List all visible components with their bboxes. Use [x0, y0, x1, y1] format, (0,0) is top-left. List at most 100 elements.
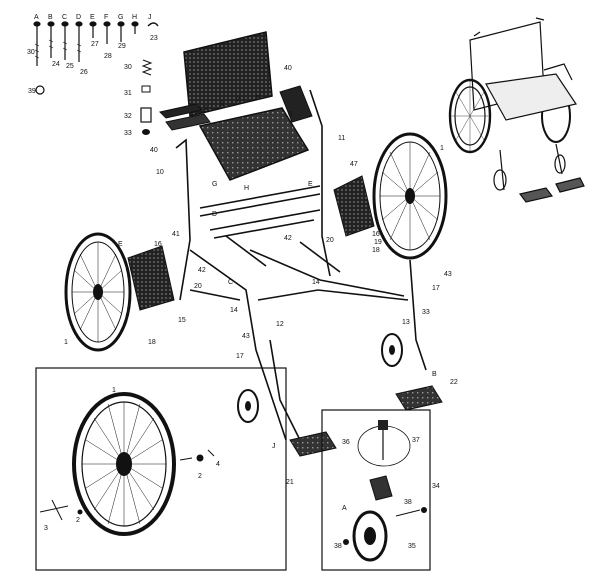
- label-part-14b: 14: [230, 307, 238, 314]
- label-part-9: 9: [288, 111, 292, 118]
- callout-letter-e2: E: [308, 181, 313, 188]
- callout-letter-b: B: [432, 371, 437, 378]
- label-part-28: 28: [104, 53, 112, 60]
- label-part-17: 17: [432, 285, 440, 292]
- label-part-10: 10: [156, 169, 164, 176]
- footplate-right: [395, 385, 443, 411]
- inset-label-part-37: 37: [412, 437, 420, 444]
- label-part-20: 20: [194, 283, 202, 290]
- frame-tubes: [175, 89, 427, 441]
- backrest: [183, 31, 273, 117]
- label-part-18b: 18: [372, 247, 380, 254]
- label-part-16b: 16: [372, 231, 380, 238]
- label-part-23: 23: [150, 35, 158, 42]
- spring-icon: [141, 59, 153, 76]
- label-part-40b: 40: [150, 147, 158, 154]
- callout-letter-c: C: [228, 279, 233, 286]
- caster-cap: [378, 420, 388, 430]
- label-part-31: 31: [124, 90, 132, 97]
- label-part-39: 39: [28, 88, 36, 95]
- fastener-letter-h: H: [132, 14, 137, 21]
- label-part-18: 18: [148, 339, 156, 346]
- inset-caster-detail: 36 37 34 38 38 35 A: [321, 409, 440, 571]
- label-part-42b: 42: [284, 235, 292, 242]
- side-panel-right: [333, 175, 375, 237]
- label-part-25: 25: [66, 63, 74, 70]
- label-part-24: 24: [52, 61, 60, 68]
- label-part-14: 14: [312, 279, 320, 286]
- fastener-set: A B C D E F G H J 30 24 25 26 27: [27, 14, 159, 137]
- label-part-5: 5: [204, 105, 208, 112]
- label-part-19: 19: [374, 239, 382, 246]
- armrest-right-pad: [279, 85, 313, 123]
- fastener-letter-b: B: [48, 14, 53, 21]
- side-panel-left: [127, 245, 175, 311]
- caster-front-right: [381, 333, 403, 367]
- inset-label-part-1: 1: [112, 387, 116, 394]
- inset-label-part-2b: 2: [76, 517, 80, 524]
- fastener-letter-e: E: [90, 14, 95, 21]
- label-part-15: 15: [178, 317, 186, 324]
- label-part-32: 32: [124, 113, 132, 120]
- inset-label-part-36: 36: [342, 439, 350, 446]
- fastener-letter-j: J: [148, 14, 152, 21]
- label-part-17b: 17: [236, 353, 244, 360]
- label-part-1b: 1: [440, 145, 444, 152]
- callout-letter-j: J: [272, 443, 276, 450]
- inset-label-part-3: 3: [44, 525, 48, 532]
- inset-label-part-38b: 38: [334, 543, 342, 550]
- inset-callout-letter-a: A: [342, 505, 347, 512]
- label-part-33: 33: [422, 309, 430, 316]
- label-part-40: 40: [284, 65, 292, 72]
- label-part-20b: 20: [326, 237, 334, 244]
- inset-label-part-2: 2: [198, 473, 202, 480]
- label-part-12: 12: [276, 321, 284, 328]
- assembled-chair-view: [448, 17, 585, 203]
- label-part-33: 33: [124, 130, 132, 137]
- footplate-left: [289, 431, 337, 457]
- rear-wheel-left: [64, 232, 132, 352]
- label-part-1: 1: [64, 339, 68, 346]
- label-part-27: 27: [91, 41, 99, 48]
- inset-label-part-38: 38: [404, 499, 412, 506]
- fastener-letter-f: F: [104, 14, 108, 21]
- label-part-8: 8: [256, 95, 260, 102]
- inset-label-part-35: 35: [408, 543, 416, 550]
- clip-part: [141, 85, 151, 93]
- label-part-11: 11: [338, 135, 345, 142]
- callout-letter-h: H: [244, 185, 249, 192]
- label-part-30: 30: [27, 49, 35, 56]
- caster-front-left: [237, 389, 259, 423]
- armrest-left-pad: [159, 103, 203, 119]
- sleeve-part: [140, 107, 152, 123]
- inset-wheel-detail: 1 2 2 3 4: [35, 367, 287, 571]
- callout-letter-d: D: [212, 211, 217, 218]
- inset-label-part-4: 4: [216, 461, 220, 468]
- label-part-41: 41: [172, 231, 180, 238]
- main-chair-assembly: 40 40 5 6 7 8 9 10 11 12 13 14 14 15 16 …: [64, 31, 458, 486]
- fastener-letter-g: G: [118, 14, 123, 21]
- label-part-43: 43: [242, 333, 250, 340]
- fastener-bolts: [33, 21, 159, 66]
- label-part-21: 21: [286, 479, 294, 486]
- cap-part: [142, 129, 150, 135]
- label-part-26: 26: [80, 69, 88, 76]
- rear-wheel-right: [372, 132, 448, 260]
- label-part-13: 13: [402, 319, 410, 326]
- inset-label-part-34: 34: [432, 483, 440, 490]
- label-part-16: 16: [154, 241, 162, 248]
- label-part-30b: 30: [124, 64, 132, 71]
- label-part-43b: 43: [444, 271, 452, 278]
- callout-letter-g: G: [212, 181, 217, 188]
- seat: [198, 107, 310, 181]
- label-part-22: 22: [450, 379, 458, 386]
- washer-icon: [35, 85, 45, 95]
- fastener-letter-c: C: [62, 14, 67, 21]
- bolt-threads: [34, 39, 82, 59]
- label-part-6: 6: [220, 101, 224, 108]
- label-part-42: 42: [198, 267, 206, 274]
- label-part-29: 29: [118, 43, 126, 50]
- label-part-7: 7: [236, 97, 240, 104]
- armrest-left-lower: [165, 113, 211, 131]
